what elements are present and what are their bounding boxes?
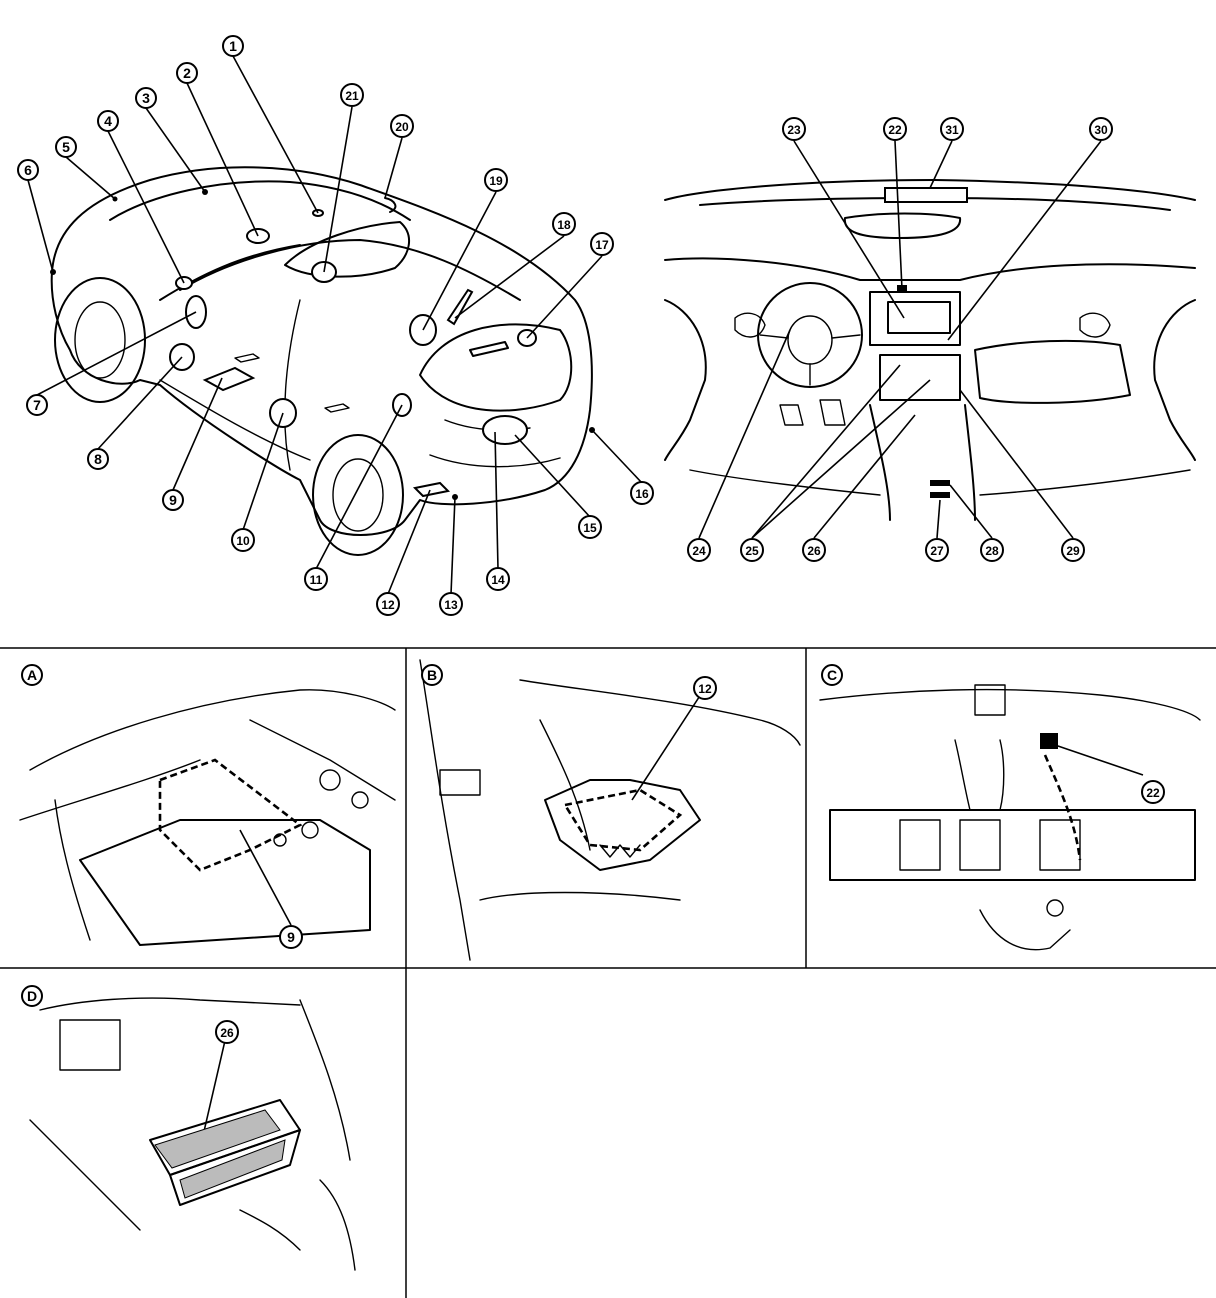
svg-text:9: 9 — [169, 492, 177, 508]
svg-text:21: 21 — [345, 89, 359, 103]
panel-d-detail — [29, 997, 356, 1271]
svg-text:13: 13 — [444, 598, 458, 612]
panel-a-callout: 9 — [279, 925, 303, 949]
callout-30: 30 — [1089, 117, 1113, 141]
svg-text:27: 27 — [930, 544, 944, 558]
panel-a-detail — [19, 689, 396, 946]
svg-text:16: 16 — [635, 487, 649, 501]
callout-9: 9 — [162, 489, 184, 511]
panel-letter-b: B — [421, 664, 443, 686]
callout-15: 15 — [578, 515, 602, 539]
svg-text:19: 19 — [489, 174, 503, 188]
svg-text:6: 6 — [24, 162, 32, 178]
svg-text:22: 22 — [1146, 786, 1160, 800]
callout-20: 20 — [390, 114, 414, 138]
callout-1: 1 — [222, 35, 244, 57]
svg-text:D: D — [27, 988, 37, 1004]
svg-text:A: A — [27, 667, 37, 683]
callout-23: 23 — [782, 117, 806, 141]
panel-letter-d: D — [21, 985, 43, 1007]
svg-text:11: 11 — [310, 573, 323, 587]
svg-text:10: 10 — [236, 534, 250, 548]
svg-text:20: 20 — [395, 120, 409, 134]
callout-3: 3 — [135, 87, 157, 109]
leader-lines — [27, 55, 1144, 1141]
callout-5: 5 — [55, 136, 77, 158]
svg-text:17: 17 — [595, 238, 609, 252]
svg-text:8: 8 — [94, 451, 102, 467]
panel-letters: A B C D — [21, 664, 843, 1007]
svg-text:15: 15 — [583, 521, 597, 535]
svg-text:9: 9 — [287, 929, 295, 945]
svg-text:23: 23 — [787, 123, 801, 137]
svg-text:31: 31 — [945, 123, 959, 137]
svg-text:28: 28 — [985, 544, 999, 558]
svg-text:24: 24 — [692, 544, 706, 558]
callout-18: 18 — [552, 212, 576, 236]
svg-text:22: 22 — [888, 123, 902, 137]
callout-16: 16 — [630, 481, 654, 505]
svg-text:1: 1 — [229, 38, 237, 54]
callout-labels: 1 2 3 4 5 6 7 8 9 10 11 12 13 14 15 16 1… — [17, 35, 1165, 1044]
svg-text:14: 14 — [491, 573, 505, 587]
svg-text:25: 25 — [745, 544, 759, 558]
callout-17: 17 — [590, 232, 614, 256]
callout-4: 4 — [97, 110, 119, 132]
callout-29: 29 — [1061, 538, 1085, 562]
svg-text:29: 29 — [1066, 544, 1080, 558]
svg-text:12: 12 — [698, 682, 712, 696]
panel-letter-c: C — [821, 664, 843, 686]
callout-6: 6 — [17, 159, 39, 181]
callout-2: 2 — [176, 62, 198, 84]
panel-b-callout: 12 — [693, 676, 717, 700]
callout-14: 14 — [486, 567, 510, 591]
vehicle-interior-illustration — [664, 179, 1196, 521]
callout-25: 25 — [740, 538, 764, 562]
callout-28: 28 — [980, 538, 1004, 562]
svg-text:7: 7 — [33, 397, 41, 413]
svg-text:4: 4 — [104, 113, 112, 129]
svg-text:B: B — [427, 667, 437, 683]
callout-27: 27 — [925, 538, 949, 562]
svg-text:26: 26 — [220, 1026, 234, 1040]
svg-text:26: 26 — [807, 544, 821, 558]
callout-7: 7 — [26, 394, 48, 416]
callout-26: 26 — [802, 538, 826, 562]
callout-13: 13 — [439, 592, 463, 616]
panel-frames — [0, 647, 1216, 1298]
callout-31: 31 — [940, 117, 964, 141]
vehicle-exterior-illustration — [50, 166, 595, 556]
panel-letter-a: A — [21, 664, 43, 686]
callout-10: 10 — [231, 528, 255, 552]
svg-text:30: 30 — [1094, 123, 1108, 137]
panel-d-callout: 26 — [215, 1020, 239, 1044]
panel-c-callout: 22 — [1141, 780, 1165, 804]
panel-c-detail — [819, 684, 1201, 951]
svg-text:12: 12 — [381, 598, 395, 612]
callout-12: 12 — [376, 592, 400, 616]
callout-24: 24 — [687, 538, 711, 562]
callout-21: 21 — [340, 83, 364, 107]
panel-b-detail — [419, 659, 801, 961]
callout-11: 11 — [304, 567, 328, 591]
svg-text:2: 2 — [183, 65, 191, 81]
svg-text:18: 18 — [557, 218, 571, 232]
svg-text:3: 3 — [142, 90, 150, 106]
callout-19: 19 — [484, 168, 508, 192]
callout-22: 22 — [883, 117, 907, 141]
svg-text:5: 5 — [62, 139, 70, 155]
callout-8: 8 — [87, 448, 109, 470]
svg-text:C: C — [827, 667, 837, 683]
